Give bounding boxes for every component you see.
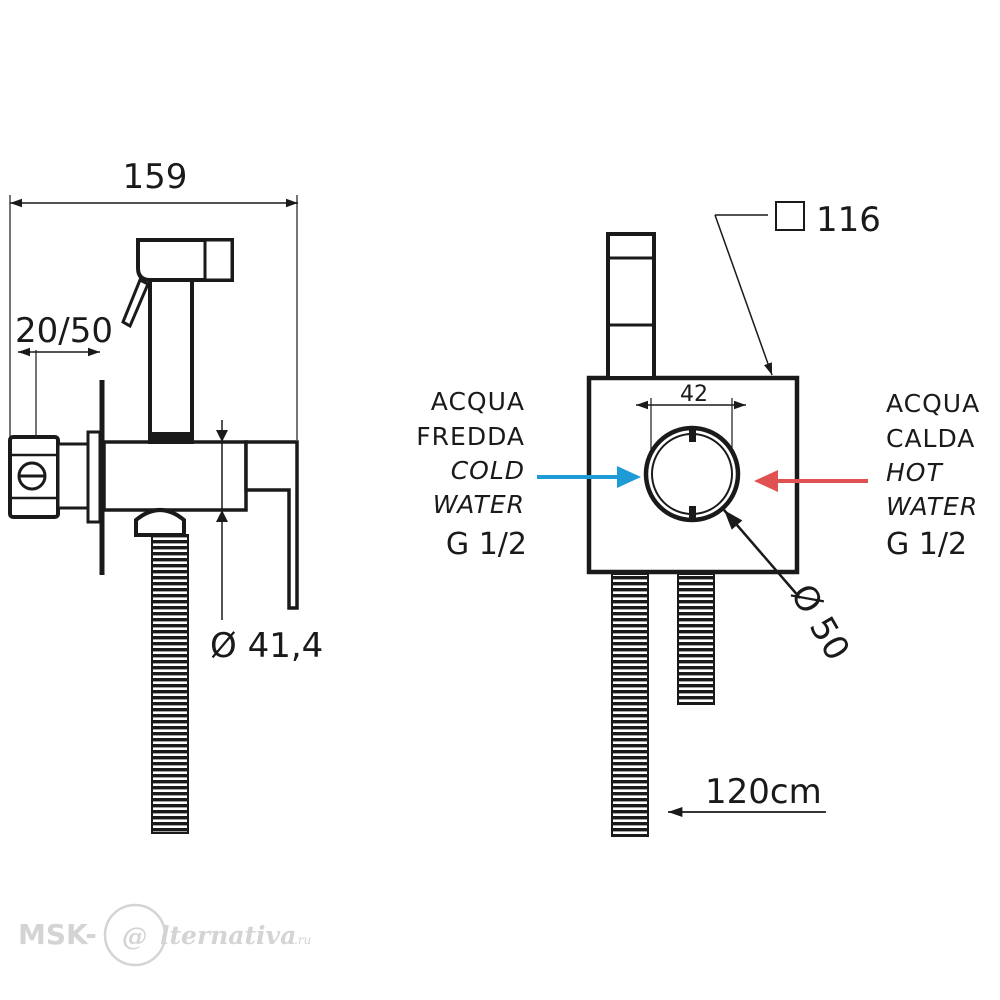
depth-dimension-label: 20/50: [15, 311, 113, 351]
cold-label-line4: WATER: [433, 490, 525, 519]
cold-label-line2: FREDDA: [416, 422, 525, 451]
rosette-notch-bottom: [689, 506, 696, 520]
diameter-arrow-bottom: [216, 510, 228, 522]
spray-trigger[interactable]: [121, 277, 150, 329]
side-diameter-label: Ø 41,4: [210, 626, 323, 666]
width-dimension-label: 159: [123, 157, 188, 197]
watermark-suffix: lternativa: [160, 921, 296, 950]
hose-connector: [134, 508, 186, 537]
watermark-at: @: [122, 922, 147, 951]
mixer-body: [102, 440, 248, 512]
plate-size-label: 116: [816, 200, 881, 240]
spray-holder-tube: [148, 270, 194, 444]
shower-hose-front: [611, 573, 649, 837]
watermark-at-ring: [103, 903, 167, 967]
lever-handle[interactable]: [244, 440, 299, 610]
watermark-logo: MSK- @ lternativa .ru: [18, 903, 311, 967]
holder-tube-front: [606, 232, 656, 380]
inlet-nut: [8, 430, 102, 524]
tube-collar: [152, 432, 190, 442]
hose-length-label: 120cm: [705, 772, 822, 812]
cold-arrow-icon: [537, 466, 641, 488]
cold-thread-label: G 1/2: [446, 527, 527, 562]
hot-label-line1: ACQUA: [886, 389, 980, 418]
front-diameter-label: Ø 50: [782, 578, 857, 668]
hot-label-line4: WATER: [886, 492, 978, 521]
diameter-leader: [723, 509, 801, 599]
diameter-arrow-top: [216, 430, 228, 442]
hot-label-line2: CALDA: [886, 424, 975, 453]
supply-hose-front: [677, 573, 715, 705]
spray-nozzle: [203, 238, 234, 282]
hot-label-line3: HOT: [886, 458, 943, 487]
side-view: 159 20/50 Ø 41,4: [8, 157, 323, 834]
watermark-prefix: MSK-: [18, 918, 97, 951]
square-symbol-icon: [775, 201, 805, 231]
plate-leader: [714, 214, 773, 376]
spacing-dimension-label: 42: [680, 382, 708, 407]
hot-inlet-callout: ACQUA CALDA HOT WATER G 1/2: [754, 389, 980, 562]
hot-thread-label: G 1/2: [886, 527, 967, 562]
front-view: 116 42 Ø 50 120cm: [586, 200, 881, 837]
cold-inlet-callout: ACQUA FREDDA COLD WATER G 1/2: [416, 387, 641, 562]
cold-label-line3: COLD: [451, 456, 525, 485]
watermark-domain: .ru: [294, 933, 311, 947]
side-hose: [151, 534, 189, 834]
rosette-notch-top: [689, 428, 696, 442]
cold-label-line1: ACQUA: [431, 387, 525, 416]
hot-arrow-icon: [754, 470, 868, 492]
